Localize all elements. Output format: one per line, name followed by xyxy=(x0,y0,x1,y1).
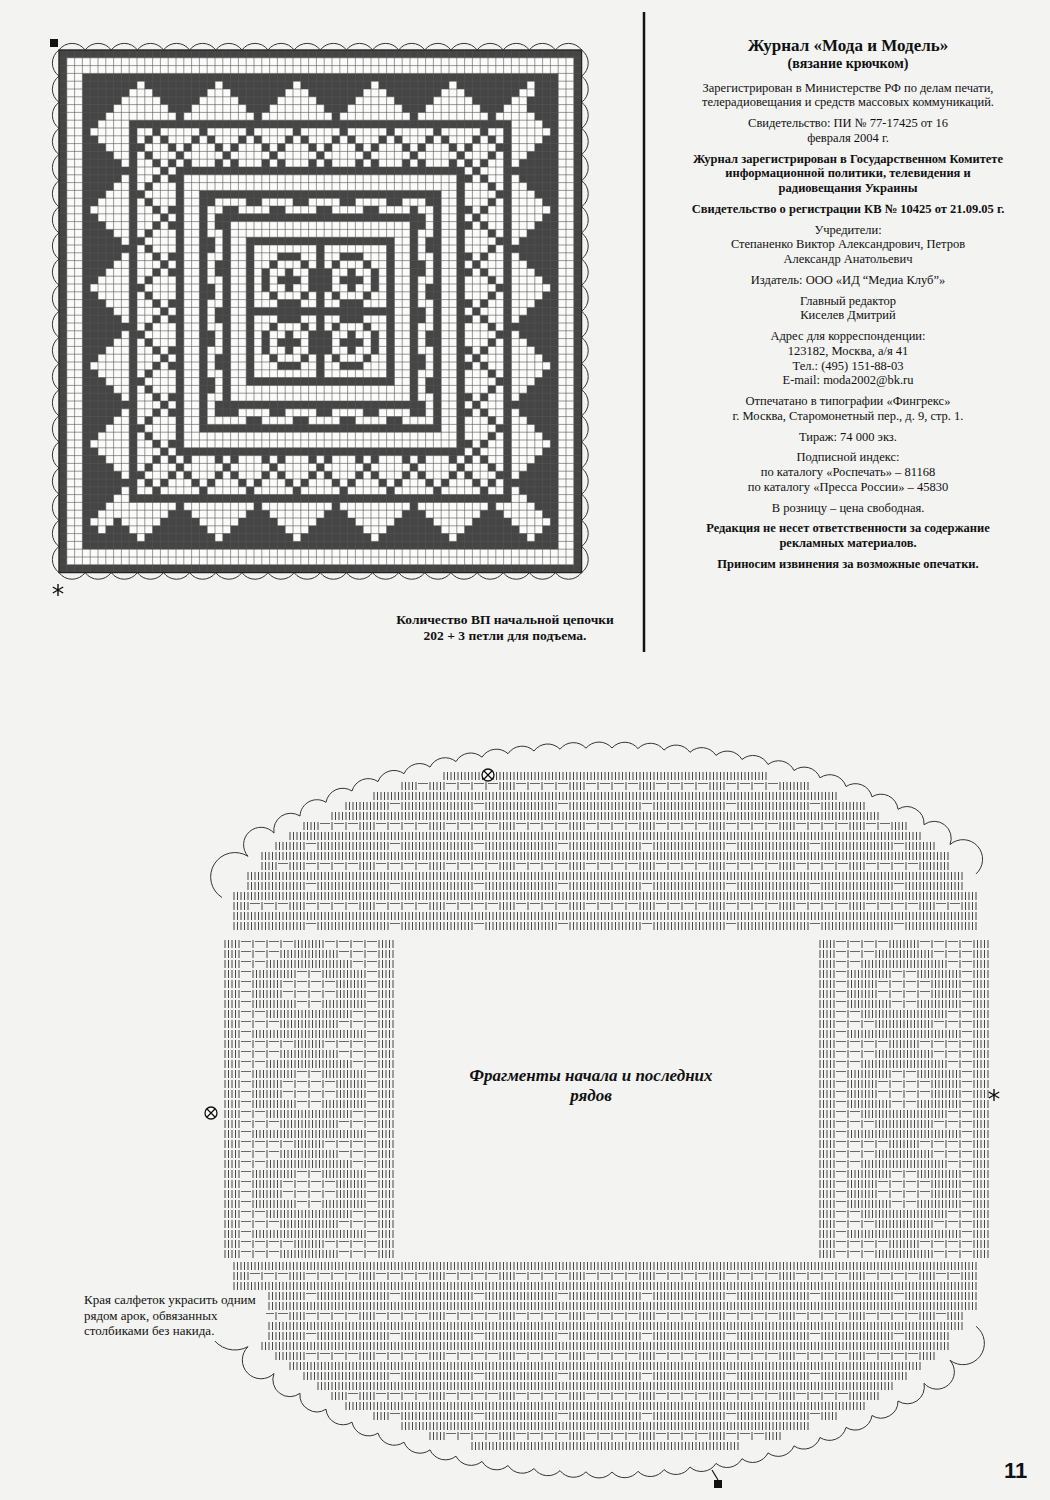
chart-border xyxy=(59,50,582,573)
masthead-line: (вязание крючком) xyxy=(788,56,909,73)
arch-edging xyxy=(208,1299,985,1478)
masthead-line: по каталогу «Пресса России» – 45830 xyxy=(748,480,948,495)
edging-note: Края салфеток украсить одним рядом арок,… xyxy=(80,1290,266,1341)
masthead: Журнал «Мода и Модель»(вязание крючком) З… xyxy=(652,36,1044,572)
masthead-line: Свидетельство: ПИ № 77-17425 от 16 февра… xyxy=(748,116,948,146)
masthead-line: Приносим извинения за возможные опечатки… xyxy=(717,557,978,572)
masthead-line: 123182, Москва, а/я 41 xyxy=(788,344,909,359)
scallop-edge xyxy=(52,43,588,579)
asterisk-mark xyxy=(53,584,63,596)
chain-symbols xyxy=(241,784,972,1434)
page-number: 11 xyxy=(1004,1458,1044,1484)
asterisk-mark xyxy=(989,1089,999,1101)
masthead-line: Свидетельство о регистрации КВ № 10425 о… xyxy=(692,202,1005,217)
end-square xyxy=(714,1480,722,1488)
chart-heading: Фрагменты начала и последних рядов xyxy=(466,1066,716,1107)
masthead-line: Киселев Дмитрий xyxy=(800,308,895,323)
arch-edging xyxy=(211,742,983,897)
masthead-line: Адрес для корреспонденции: xyxy=(770,329,925,344)
masthead-line: В розницу – цена свободная. xyxy=(772,501,925,516)
stitch-symbols xyxy=(225,772,988,1450)
masthead-line: Журнал зарегистрирован в Государственном… xyxy=(683,152,1013,196)
masthead-line: Отпечатано в типографии «Фингрекс» xyxy=(746,394,951,409)
start-mark xyxy=(205,1107,217,1119)
masthead-line: Редакция не несет ответственности за сод… xyxy=(693,521,1003,551)
masthead-line: Главный редактор xyxy=(800,294,896,309)
chart-ground xyxy=(59,50,582,573)
masthead-line: Издатель: ООО «ИД “Медиа Клуб”» xyxy=(751,273,945,288)
column-rule xyxy=(643,12,646,652)
masthead-line: Степаненко Виктор Александрович, Петров … xyxy=(718,237,978,267)
masthead-line: Учредители: xyxy=(814,223,881,238)
chart-note: Количество ВП начальной цепочки 202 + 3 … xyxy=(396,612,614,644)
filled-cells xyxy=(59,50,582,573)
masthead-line: E-mail: moda2002@bk.ru xyxy=(783,373,914,388)
corner-square xyxy=(50,39,58,47)
masthead-line: Журнал «Мода и Модель» xyxy=(748,36,948,56)
chart-grid xyxy=(59,50,582,573)
masthead-line: Тираж: 74 000 экз. xyxy=(799,430,897,445)
masthead-line: г. Москва, Старомонетный пер., д. 9, стр… xyxy=(733,409,964,424)
end-leader xyxy=(712,1470,718,1480)
masthead-line: Тел.: (495) 151-88-03 xyxy=(793,359,904,374)
start-mark xyxy=(482,769,494,781)
masthead-line: по каталогу «Роспечать» – 81168 xyxy=(761,465,936,480)
masthead-line: Подписной индекс: xyxy=(796,450,899,465)
masthead-line: Зарегистрирован в Министерстве РФ по дел… xyxy=(652,81,1044,111)
